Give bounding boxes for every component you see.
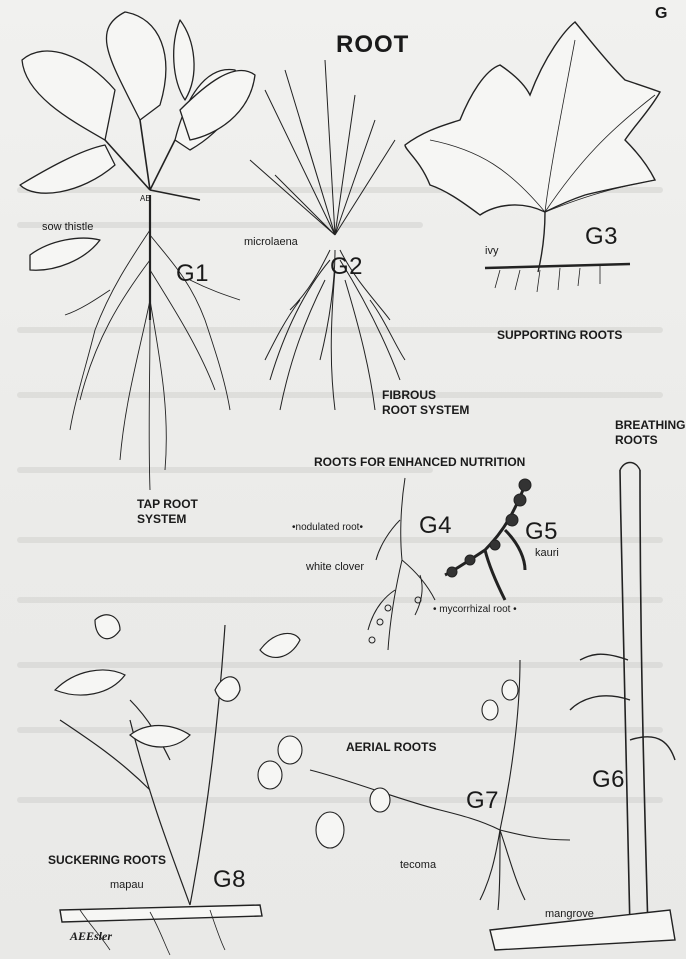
label-mapau: mapau <box>110 880 144 891</box>
page-mark: G <box>655 6 668 22</box>
label-tecoma: tecoma <box>400 860 436 871</box>
label-nodulated-root: •nodulated root• <box>292 523 363 533</box>
label-aerial-roots: AERIAL ROOTS <box>346 740 436 755</box>
ae-mark: AE <box>140 195 151 203</box>
label-g3: G3 <box>585 225 618 249</box>
label-tap-root-1: TAP ROOT <box>137 497 198 512</box>
label-fibrous-2: ROOT SYSTEM <box>382 403 469 418</box>
label-g5: G5 <box>525 520 558 544</box>
label-enhanced-nutrition: ROOTS FOR ENHANCED NUTRITION <box>314 455 525 470</box>
label-sow-thistle: sow thistle <box>42 222 93 233</box>
microlaena-drawing <box>250 60 405 410</box>
diagram-title: ROOT <box>336 33 409 57</box>
label-tap-root-2: SYSTEM <box>137 512 186 527</box>
label-g1: G1 <box>176 262 209 286</box>
label-kauri: kauri <box>535 548 559 559</box>
label-g6: G6 <box>592 768 625 792</box>
label-breathing-2: ROOTS <box>615 433 658 448</box>
label-white-clover: white clover <box>306 562 364 573</box>
label-supporting-roots: SUPPORTING ROOTS <box>497 328 622 343</box>
bleed-through-text <box>20 190 660 800</box>
label-g4: G4 <box>419 514 452 538</box>
ivy-drawing <box>405 22 660 292</box>
white-clover-drawing <box>368 478 435 650</box>
label-g7: G7 <box>466 789 499 813</box>
label-breathing-1: BREATHING <box>615 418 685 433</box>
tecoma-drawing <box>258 660 570 910</box>
label-suckering-roots: SUCKERING ROOTS <box>48 853 166 868</box>
label-microlaena: microlaena <box>244 237 298 248</box>
label-g8: G8 <box>213 868 246 892</box>
label-ivy: ivy <box>485 246 498 257</box>
label-fibrous-1: FIBROUS <box>382 388 436 403</box>
sow-thistle-drawing <box>20 12 255 490</box>
label-mycorrhizal-root: • mycorrhizal root • <box>433 605 517 615</box>
label-g2: G2 <box>330 255 363 279</box>
artist-signature: AEEsler <box>70 930 112 942</box>
label-mangrove: mangrove <box>545 909 594 920</box>
